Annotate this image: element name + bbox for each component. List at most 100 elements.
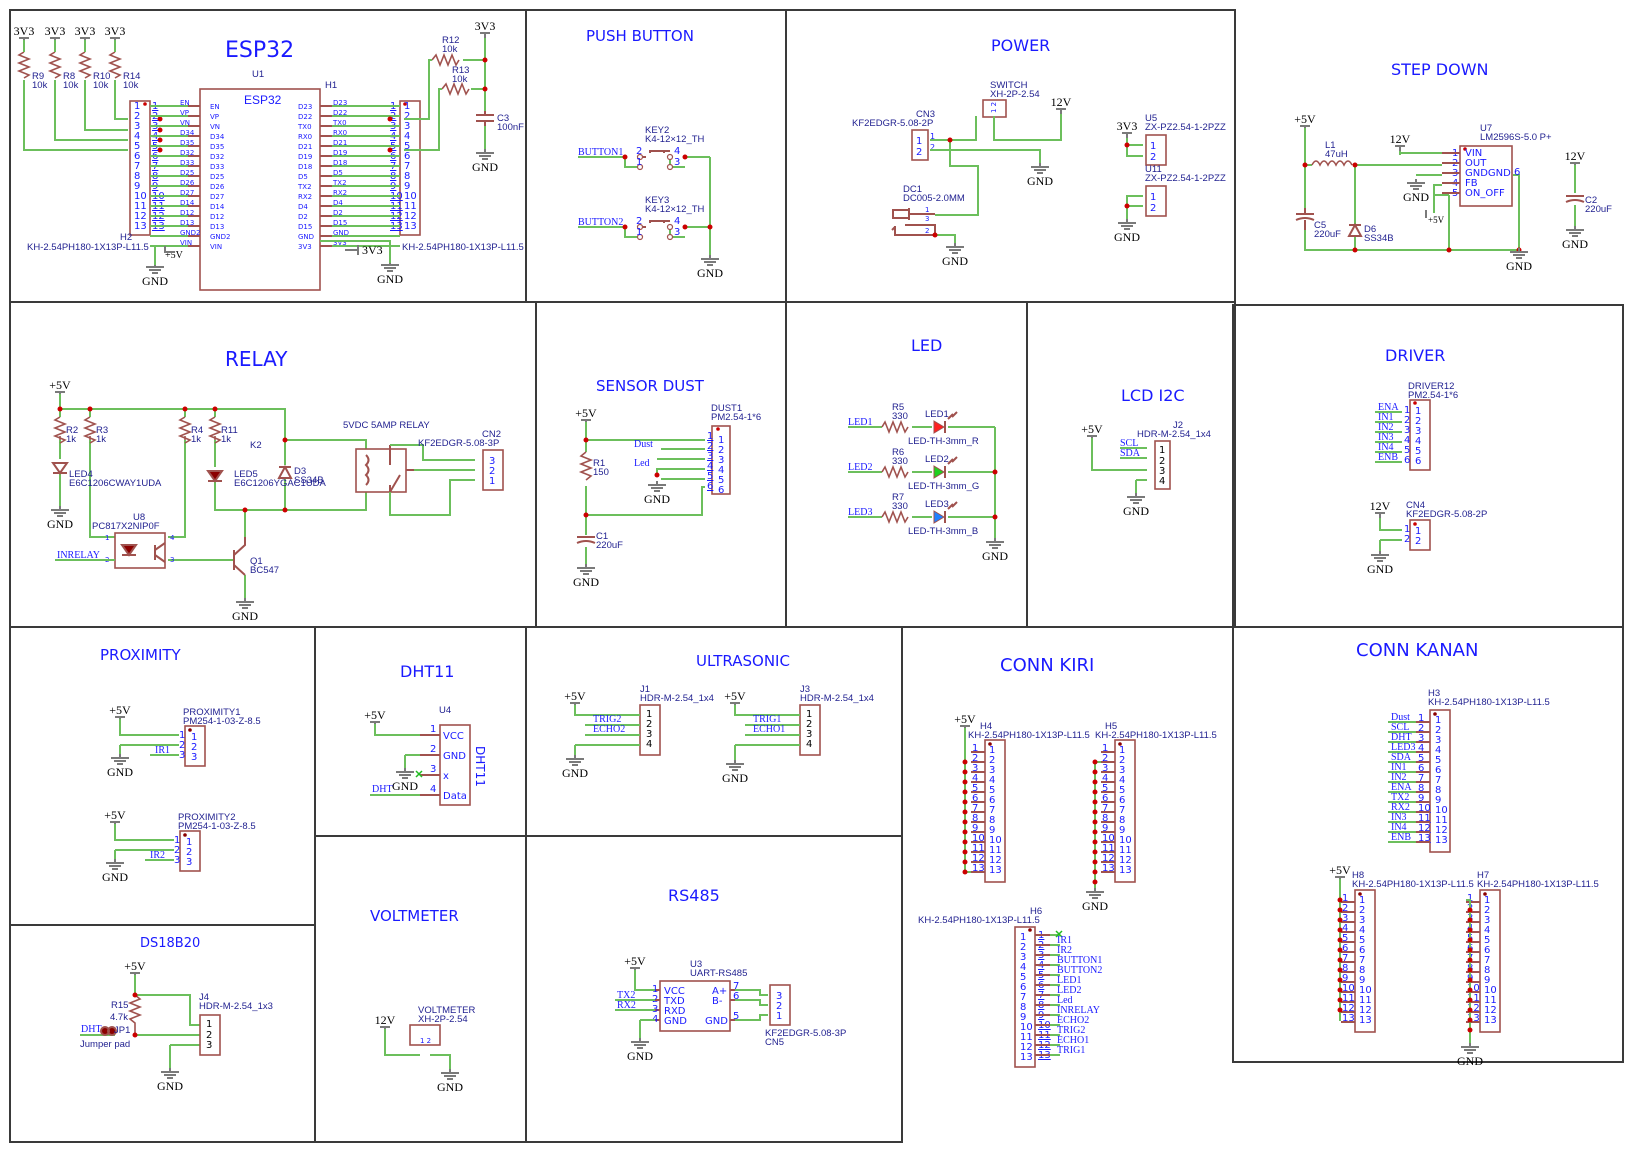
pin-number: 4 [972, 773, 978, 784]
h5-part: KH-2.54PH180-1X13P-L11.5 [1095, 730, 1217, 741]
esp32-net-right: D22 [333, 109, 347, 117]
pin-number: 10 [1435, 805, 1448, 816]
esp32-pin-left: GND2 [210, 233, 231, 241]
proximity-ref: PROXIMITY1 [183, 707, 241, 718]
pin-number: 1 [1102, 743, 1108, 754]
h2-part: KH-2.54PH180-1X13P-L11.5 [27, 242, 149, 253]
ground-symbol: GND [1027, 163, 1053, 188]
voltmeter-part: XH-2P-2.54 [418, 1014, 468, 1025]
esp32-pin-right: D2 [298, 213, 308, 221]
pin-number: 12 [404, 211, 417, 222]
pin-number: 10 [1484, 985, 1497, 996]
rs485-pin-left: VCC [664, 986, 685, 997]
title-lcd-i2c: LCD I2C [1121, 386, 1185, 405]
r13-ref: R13 [452, 65, 469, 76]
pin-number: 8 [134, 171, 140, 182]
pin-number: 4 [674, 216, 680, 227]
pin-number: 2 [636, 216, 642, 227]
esp32-pin-left: EN [210, 103, 220, 111]
esp32-net-right: RX0 [333, 129, 347, 137]
gnd-label: GND [942, 254, 968, 268]
ultrasonic-part: HDR-M-2.54_1x4 [640, 693, 714, 704]
pin-number: 12 [1484, 1005, 1497, 1016]
resistor [207, 416, 223, 444]
pin-number: 3 [972, 763, 978, 774]
pin-number: 2 [1359, 905, 1365, 916]
esp32-net-left: D25 [180, 169, 194, 177]
pin-number: 6 [1435, 765, 1441, 776]
esp32-pin-left: VP [210, 113, 219, 121]
pin-number: 4 [707, 461, 713, 472]
h6-net-label: INRELAY [1057, 1005, 1100, 1016]
pin-number: 10 [134, 191, 147, 202]
pin-number: 6 [1404, 455, 1410, 466]
pin-number: 1 [1415, 406, 1421, 417]
gnd-label: GND [142, 274, 168, 288]
h6-net-label: ECHO1 [1057, 1035, 1089, 1046]
led-part: LED-TH-3mm_B [908, 526, 978, 537]
title-conn-kiri: CONN KIRI [1000, 655, 1094, 676]
esp32-net-left: EN [180, 99, 190, 107]
pin-number: 9 [1119, 825, 1125, 836]
gnd-label: GND [377, 272, 403, 286]
h3-net-label: IN1 [1391, 762, 1407, 773]
svg-text:3: 3 [925, 215, 929, 223]
pin-number: 2 [430, 744, 436, 755]
ground-symbol: GND [644, 481, 670, 506]
led-diode-1 [933, 465, 945, 479]
driver-net-label: IN1 [1378, 412, 1394, 423]
led-part: LED-TH-3mm_G [908, 481, 979, 492]
ultrasonic-ref: J1 [640, 684, 650, 695]
pin-number: 10 [1359, 985, 1372, 996]
rs485-pin-right: A+ [712, 986, 727, 997]
driver12-connector [1409, 399, 1431, 471]
pin-number: 5 [1415, 446, 1421, 457]
pin-number: 5 [1404, 445, 1410, 456]
pin-number: 5 [1342, 933, 1348, 944]
esp32-net-left: D14 [180, 199, 195, 207]
pin-number: 4 [1404, 435, 1410, 446]
pin-number: 11 [1359, 995, 1372, 1006]
resistor [177, 416, 193, 444]
ultrasonic-connector [799, 704, 821, 756]
pin-number: 12 [989, 855, 1002, 866]
u11-ref: U11 [1145, 164, 1162, 175]
svg-text:2: 2 [1415, 536, 1421, 547]
section-frames [9, 9, 1624, 1143]
pin-number: 13 [1119, 865, 1132, 876]
h6-net-label: Led [1057, 995, 1073, 1006]
resistor [82, 416, 98, 444]
esp32-pin-right: D23 [298, 103, 312, 111]
led-net-label: LED2 [848, 462, 872, 473]
h3-ref: H3 [1428, 688, 1440, 699]
pin-number: 9 [1342, 973, 1348, 984]
pin-number: 1 [646, 709, 652, 720]
resistor [881, 419, 909, 435]
ultrasonic-net-trig: TRIG2 [593, 714, 621, 725]
switch-ref: SWITCH [990, 80, 1028, 91]
svg-text:1: 1 [206, 1019, 212, 1030]
conn-kiri-section: 1122334455667788991010111112121313H4KH-2… [918, 712, 1217, 1068]
pin-number: 11 [404, 201, 417, 212]
led-resistor-value: 330 [892, 456, 908, 467]
gnd-label: GND [1027, 174, 1053, 188]
pin-number: 4 [989, 775, 995, 786]
c5-value: 220uF [1314, 229, 1341, 240]
ground-symbol: GND [107, 754, 133, 779]
svg-text:1: 1 [1150, 192, 1156, 203]
pin-number: 7 [1435, 775, 1441, 786]
relay-part-label: 5VDC 5AMP RELAY [343, 420, 430, 431]
v12-label: 12V [375, 1013, 396, 1027]
c5-ref: C5 [1314, 220, 1326, 231]
pin-number: 1 [636, 227, 642, 238]
ground-symbol: GND [47, 506, 73, 531]
button-net-label: BUTTON1 [578, 147, 623, 158]
pin-number: 6 [1359, 945, 1365, 956]
pin-number: 8 [1102, 813, 1108, 824]
pin-number: 1 [707, 431, 713, 442]
led-diode-2 [933, 510, 945, 524]
pin-number: 3 [191, 752, 197, 763]
esp32-net-left: VIN [180, 239, 192, 247]
